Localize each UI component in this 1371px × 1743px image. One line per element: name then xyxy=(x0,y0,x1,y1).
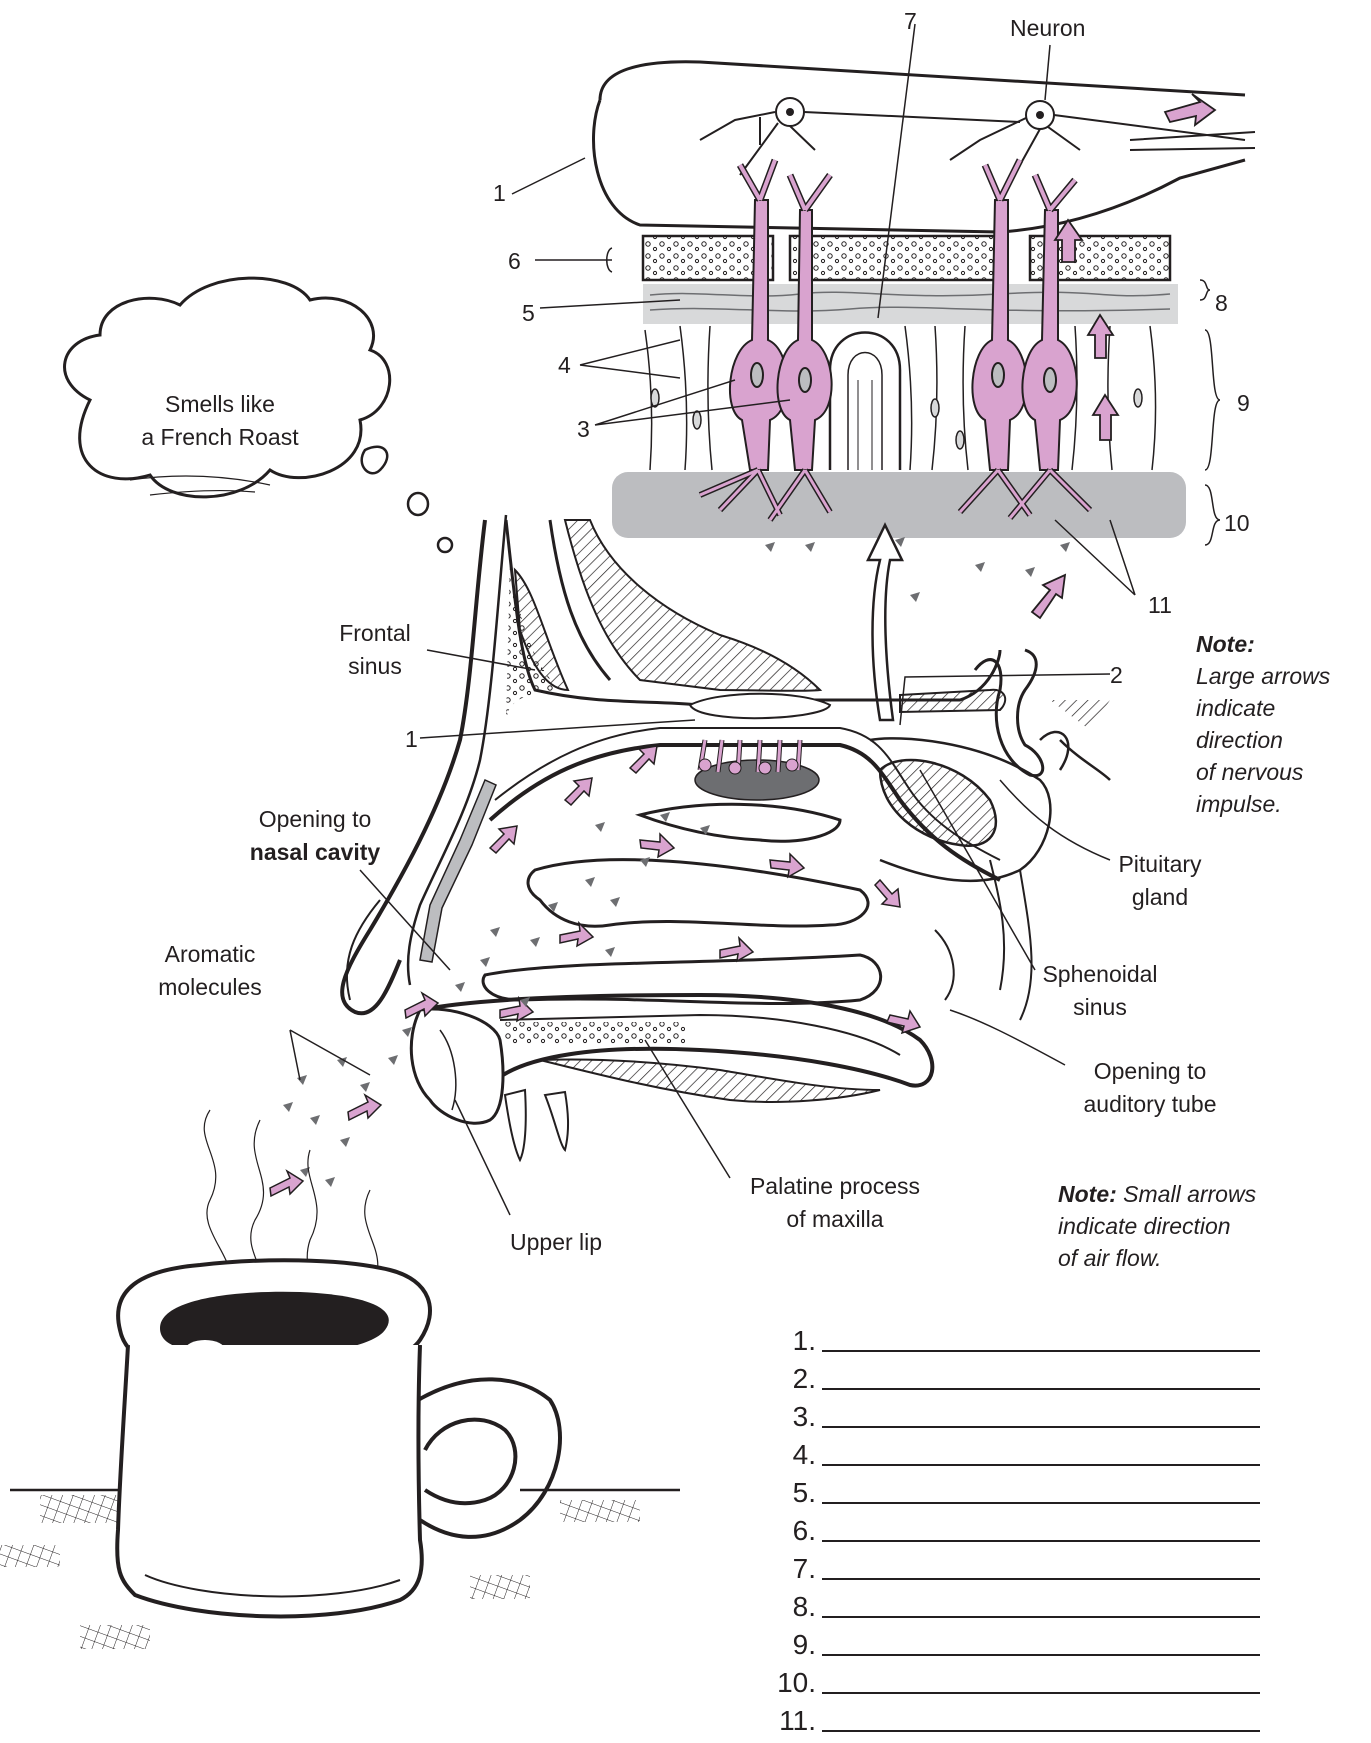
callout-6: 6 xyxy=(508,248,521,274)
pituitary-line-1: Pituitary xyxy=(1100,848,1220,881)
callout-1: 1 xyxy=(493,180,506,206)
opening-nasal-line-1: Opening to xyxy=(230,803,400,836)
answer-number: 11. xyxy=(760,1706,822,1736)
note-large-line-2: indicate xyxy=(1196,692,1330,724)
note-large-line-5: impulse. xyxy=(1196,788,1330,820)
label-thought: Smells like a French Roast xyxy=(120,388,320,454)
answer-number: 4. xyxy=(760,1440,822,1470)
opening-nasal-line-2: nasal cavity xyxy=(230,836,400,869)
label-sphenoidal: Sphenoidal sinus xyxy=(1025,958,1175,1024)
label-pituitary: Pituitary gland xyxy=(1100,848,1220,914)
note-large-arrows: Note: Large arrows indicate direction of… xyxy=(1196,628,1330,820)
auditory-line-1: Opening to xyxy=(1065,1055,1235,1088)
note-small-rest: Small arrows xyxy=(1123,1181,1256,1207)
note-small-title: Note: xyxy=(1058,1181,1117,1207)
answer-blank[interactable] xyxy=(822,1396,1260,1428)
answer-number: 2. xyxy=(760,1364,822,1394)
frontal-sinus-line-1: Frontal xyxy=(320,617,430,650)
sphenoidal-line-2: sinus xyxy=(1025,991,1175,1024)
answer-row-3[interactable]: 3. xyxy=(760,1394,1260,1432)
callout-7: 7 xyxy=(904,8,917,34)
answer-blank[interactable] xyxy=(822,1510,1260,1542)
answer-row-2[interactable]: 2. xyxy=(760,1356,1260,1394)
note-large-line-1: Large arrows xyxy=(1196,660,1330,692)
note-small-arrows: Note: Small arrows indicate direction of… xyxy=(1058,1178,1256,1274)
auditory-line-2: auditory tube xyxy=(1065,1088,1235,1121)
note-large-line-3: direction xyxy=(1196,724,1330,756)
answer-row-6[interactable]: 6. xyxy=(760,1508,1260,1546)
olfactory-bulb xyxy=(593,62,1255,232)
answer-number: 5. xyxy=(760,1478,822,1508)
callout-5: 5 xyxy=(522,300,535,326)
answer-number: 1. xyxy=(760,1326,822,1356)
label-opening-nasal: Opening to nasal cavity xyxy=(230,803,400,869)
answer-row-7[interactable]: 7. xyxy=(760,1546,1260,1584)
aromatic-line-1: Aromatic xyxy=(130,938,290,971)
answer-number: 7. xyxy=(760,1554,822,1584)
answer-blank[interactable] xyxy=(822,1358,1260,1390)
answer-blank[interactable] xyxy=(822,1472,1260,1504)
answer-row-8[interactable]: 8. xyxy=(760,1584,1260,1622)
callout-3: 3 xyxy=(577,416,590,442)
answer-blank[interactable] xyxy=(822,1434,1260,1466)
note-large-title: Note: xyxy=(1196,631,1255,657)
olfactory-gland xyxy=(830,333,900,471)
label-palatine: Palatine process of maxilla xyxy=(730,1170,940,1236)
callout-2: 2 xyxy=(1110,662,1123,688)
answer-blank[interactable] xyxy=(822,1624,1260,1656)
label-frontal-sinus: Frontal sinus xyxy=(320,617,430,683)
palatine-line-1: Palatine process xyxy=(730,1170,940,1203)
answer-blank[interactable] xyxy=(822,1700,1260,1732)
answer-row-9[interactable]: 9. xyxy=(760,1622,1260,1660)
sphenoidal-line-1: Sphenoidal xyxy=(1025,958,1175,991)
lamina-propria xyxy=(612,472,1186,538)
callout-4: 4 xyxy=(558,352,571,378)
label-upper-lip: Upper lip xyxy=(510,1226,602,1259)
answer-number: 3. xyxy=(760,1402,822,1432)
answer-row-10[interactable]: 10. xyxy=(760,1660,1260,1698)
answer-row-1[interactable]: 1. xyxy=(760,1318,1260,1356)
callout-9: 9 xyxy=(1237,390,1250,416)
callout-8: 8 xyxy=(1215,290,1228,316)
answer-blank[interactable] xyxy=(822,1548,1260,1580)
label-aromatic: Aromatic molecules xyxy=(130,938,290,1004)
answer-row-4[interactable]: 4. xyxy=(760,1432,1260,1470)
answer-blank[interactable] xyxy=(822,1320,1260,1352)
pituitary-line-2: gland xyxy=(1100,881,1220,914)
aromatic-line-2: molecules xyxy=(130,971,290,1004)
answer-number: 6. xyxy=(760,1516,822,1546)
label-neuron: Neuron xyxy=(1010,12,1085,45)
answer-blank[interactable] xyxy=(822,1586,1260,1618)
note-large-line-4: of nervous xyxy=(1196,756,1330,788)
note-small-line-2: of air flow. xyxy=(1058,1242,1256,1274)
answer-blank[interactable] xyxy=(822,1662,1260,1694)
callout-1-lower: 1 xyxy=(405,726,418,752)
callout-11: 11 xyxy=(1148,592,1172,618)
label-auditory: Opening to auditory tube xyxy=(1065,1055,1235,1121)
answer-number: 9. xyxy=(760,1630,822,1660)
palatine-line-2: of maxilla xyxy=(730,1203,940,1236)
answer-number: 8. xyxy=(760,1592,822,1622)
answer-row-11[interactable]: 11. xyxy=(760,1698,1260,1736)
callout-10: 10 xyxy=(1224,510,1250,536)
head-section xyxy=(342,515,1110,1160)
thought-line-2: a French Roast xyxy=(120,421,320,454)
frontal-sinus-line-2: sinus xyxy=(320,650,430,683)
cribriform-plate xyxy=(643,236,1170,280)
answer-number: 10. xyxy=(760,1668,822,1698)
answer-row-5[interactable]: 5. xyxy=(760,1470,1260,1508)
coffee-mug xyxy=(0,1110,680,1649)
thought-line-1: Smells like xyxy=(120,388,320,421)
note-small-line-1: indicate direction xyxy=(1058,1210,1256,1242)
